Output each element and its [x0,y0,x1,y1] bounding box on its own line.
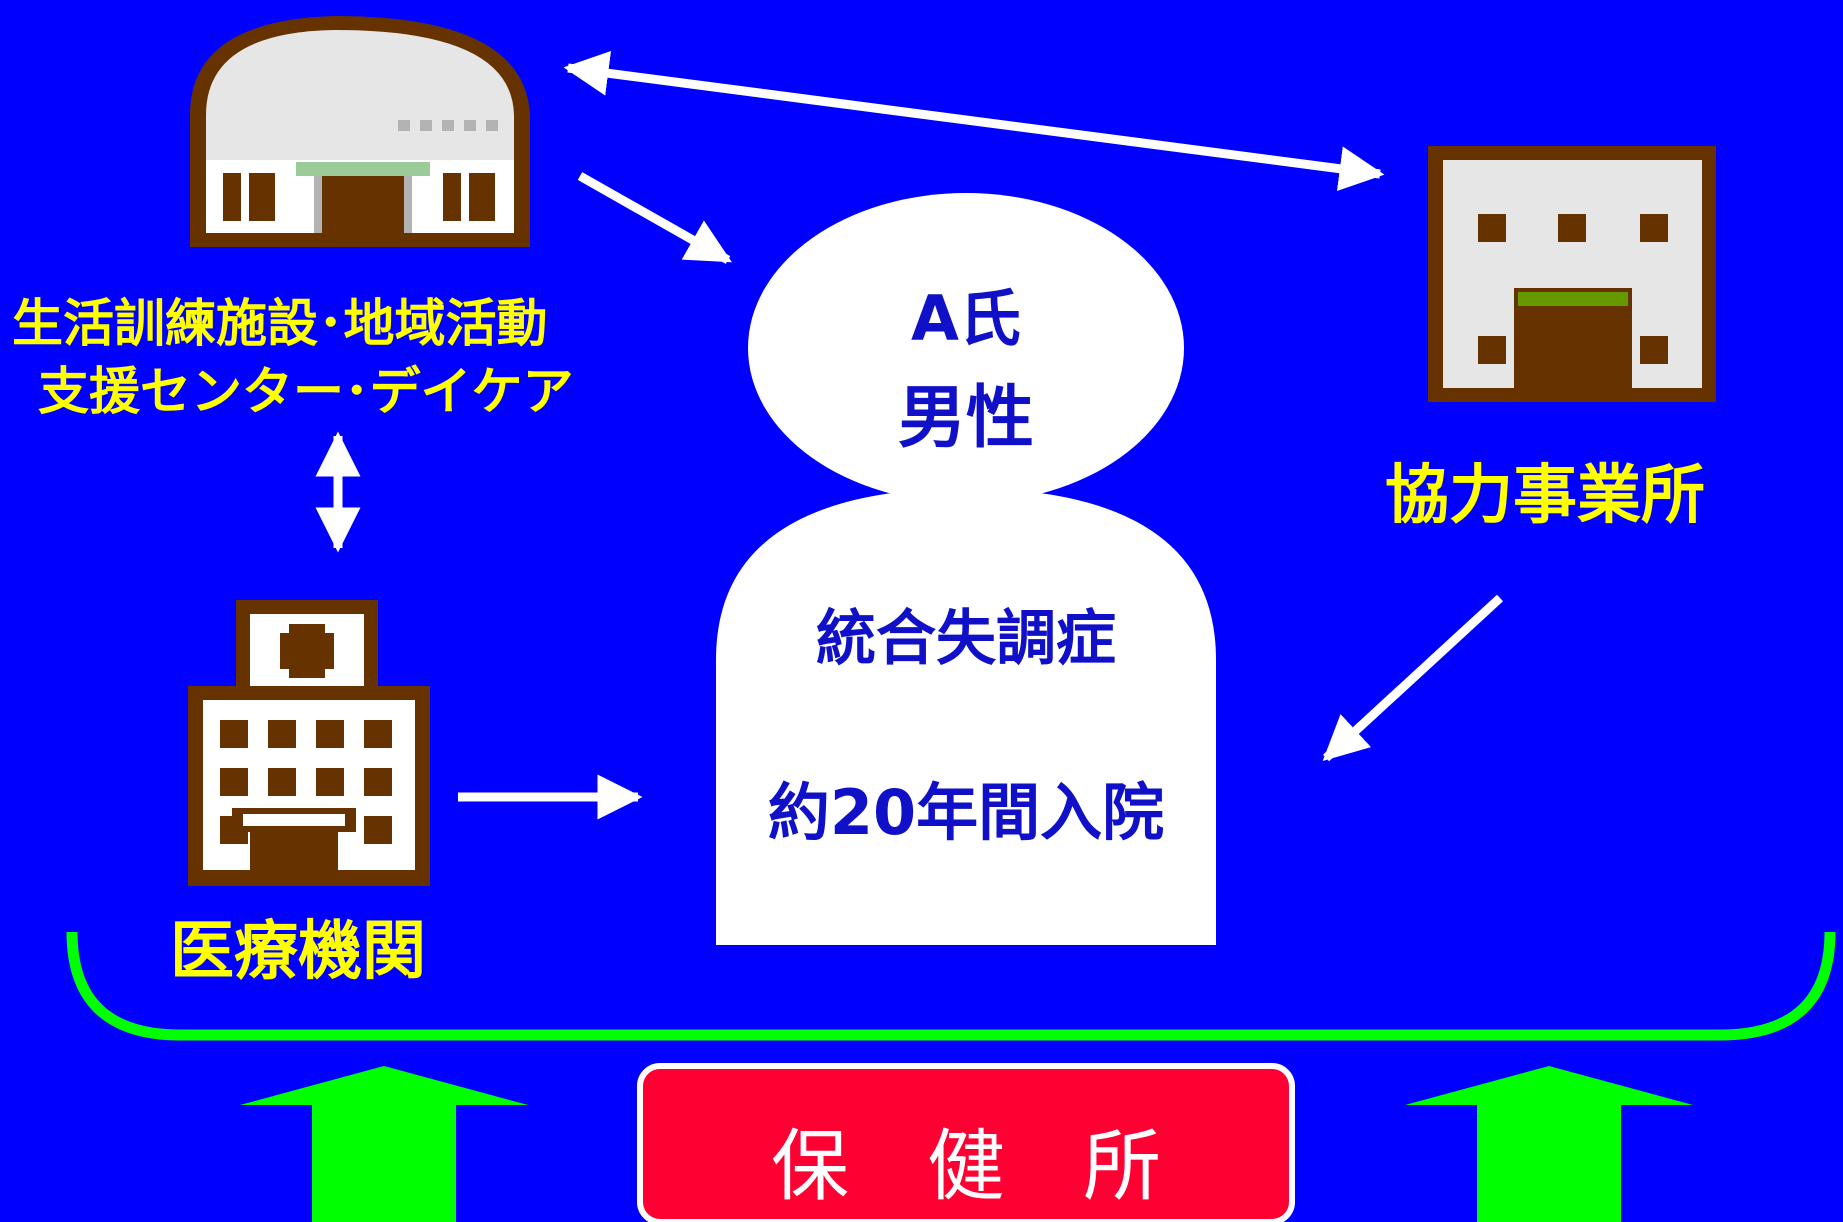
health-center-label: 保 健 所 [770,1122,1161,1212]
person-figure [716,193,1216,945]
dome-building-icon [190,16,530,247]
support-arrow-left [240,1066,528,1222]
health-center-box [637,1063,1295,1222]
person-history: 約20年間入院 [767,776,1165,849]
office-label: 協力事業所 [1385,459,1705,533]
person-diagnosis: 統合失調症 [816,604,1116,674]
support-network-curve [66,931,1836,1041]
person-gender: 男性 [897,379,1034,458]
person-name: A氏 [911,282,1021,355]
support-arrow-right [1405,1066,1693,1222]
facility-label-line1: 生活訓練施設･地域活動 [12,295,548,354]
facility-label-line2: 支援センター･デイケア [38,363,574,422]
arrow-facility-person [577,172,732,264]
hospital-label: 医療機関 [170,915,426,989]
office-building-icon [1428,146,1716,402]
hospital-building-icon [188,600,430,886]
arrow-office-person [1322,594,1504,762]
arrow-facility-office [563,50,1385,192]
